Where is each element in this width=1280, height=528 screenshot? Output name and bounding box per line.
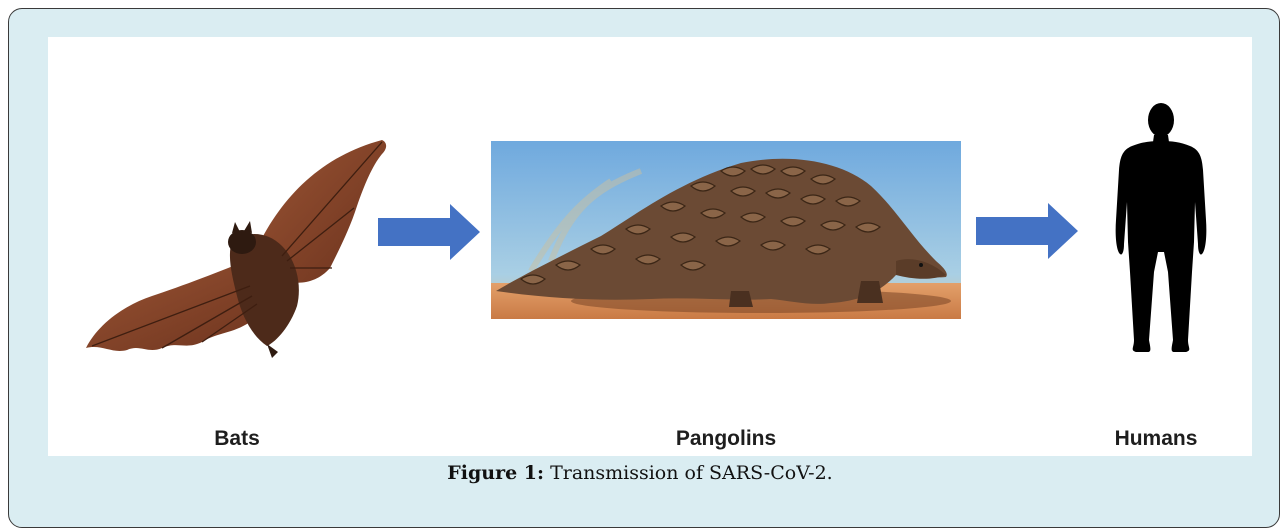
arrow-bats-to-pangolins: [378, 204, 480, 260]
arrow-pangolins-to-humans: [976, 203, 1078, 259]
node-label-pangolins: Pangolins: [641, 427, 811, 451]
human-silhouette-icon: [1112, 102, 1210, 354]
node-label-humans: Humans: [1096, 427, 1216, 451]
figure-caption-text: Transmission of SARS-CoV-2.: [544, 462, 833, 484]
bat-image: [82, 136, 394, 362]
figure-caption: Figure 1: Transmission of SARS-CoV-2.: [0, 462, 1280, 484]
pangolin-image: [491, 141, 961, 319]
node-label-bats: Bats: [182, 427, 292, 451]
figure-caption-prefix: Figure 1:: [447, 462, 544, 484]
